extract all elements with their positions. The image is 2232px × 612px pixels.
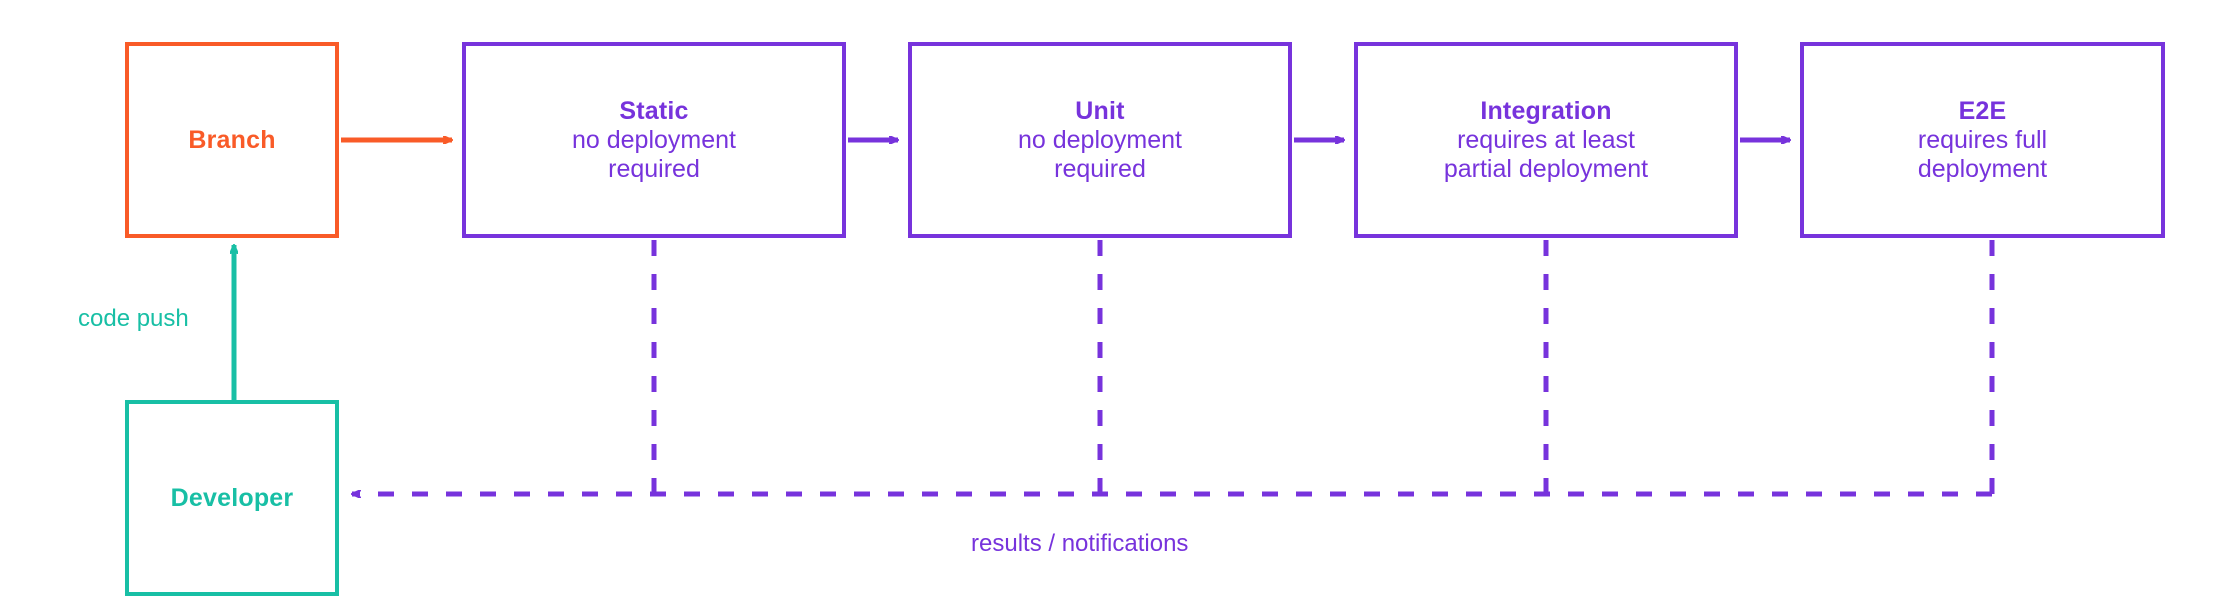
- node-branch-title: Branch: [188, 125, 276, 154]
- node-developer[interactable]: Developer: [125, 400, 339, 596]
- edge-label-results-notifications: results / notifications: [971, 530, 1189, 557]
- node-branch[interactable]: Branch: [125, 42, 339, 238]
- node-static-subtitle-line1: no deployment: [571, 125, 736, 154]
- node-integration-title: Integration: [1480, 96, 1612, 125]
- node-unit[interactable]: Unit no deployment required: [908, 42, 1292, 238]
- node-e2e-subtitle-line1: requires full: [1917, 125, 2048, 154]
- node-unit-title: Unit: [1075, 96, 1125, 125]
- node-unit-subtitle-line1: no deployment: [1017, 125, 1182, 154]
- node-integration[interactable]: Integration requires at least partial de…: [1354, 42, 1738, 238]
- node-e2e-subtitle-line2: deployment: [1917, 154, 2048, 183]
- node-integration-subtitle-line1: requires at least: [1457, 125, 1635, 154]
- node-e2e-title: E2E: [1958, 96, 2007, 125]
- node-e2e[interactable]: E2E requires full deployment: [1800, 42, 2165, 238]
- edge-label-code-push: code push: [78, 305, 189, 332]
- node-integration-subtitle-line2: partial deployment: [1443, 154, 1649, 183]
- node-static-subtitle-line2: required: [608, 154, 700, 183]
- node-unit-subtitle-line2: required: [1054, 154, 1146, 183]
- node-static-title: Static: [619, 96, 689, 125]
- node-static[interactable]: Static no deployment required: [462, 42, 846, 238]
- node-developer-title: Developer: [170, 483, 294, 512]
